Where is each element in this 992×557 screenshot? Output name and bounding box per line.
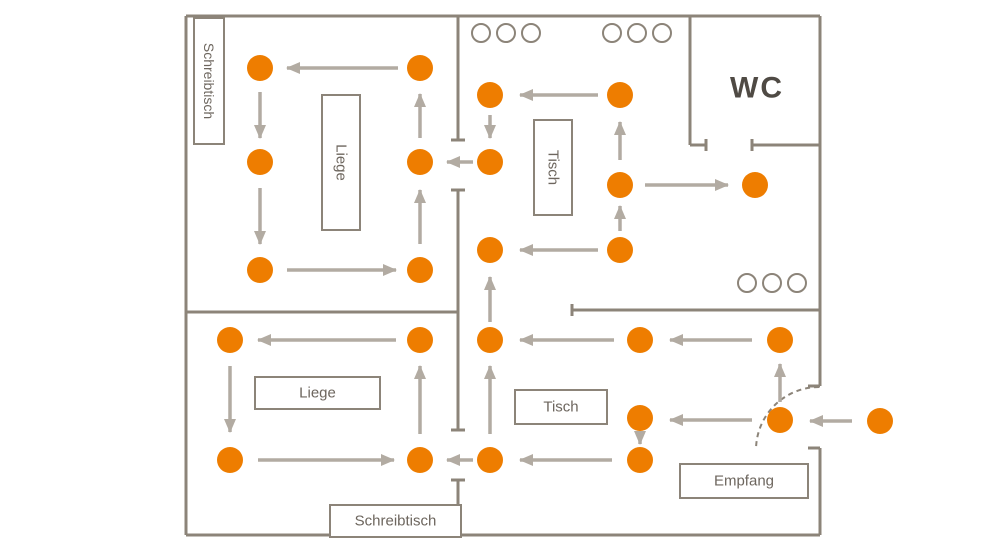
flow-arrows-layer (224, 62, 852, 466)
position-dot (247, 55, 273, 81)
position-dot (407, 257, 433, 283)
furniture-desk-top-left (193, 17, 225, 145)
furniture-label-couch-bottom-left: Liege (299, 385, 336, 402)
furniture-table-bottom-right (514, 389, 608, 425)
chair-circle (737, 273, 757, 293)
furniture-desk-bottom (329, 504, 462, 538)
chair-circle (602, 23, 622, 43)
furniture-label-table-bottom-right: Tisch (543, 399, 578, 416)
furniture-couch-bottom-left (254, 376, 381, 410)
furniture-label-table-top-right: Tisch (545, 150, 562, 185)
position-dot (477, 327, 503, 353)
position-dot (477, 237, 503, 263)
entrance-door-arc (755, 386, 820, 451)
position-dot (407, 149, 433, 175)
position-dot (217, 447, 243, 473)
chair-circle (762, 273, 782, 293)
position-dot (767, 327, 793, 353)
position-dot (407, 447, 433, 473)
position-dot (407, 55, 433, 81)
walls-layer (184, 14, 822, 537)
position-dot (407, 327, 433, 353)
position-dot (742, 172, 768, 198)
position-dot (477, 149, 503, 175)
position-dot (477, 82, 503, 108)
position-dot (607, 172, 633, 198)
position-dot (627, 405, 653, 431)
position-dot (627, 447, 653, 473)
furniture-couch-top-left (321, 94, 361, 231)
position-dots-layer (217, 55, 893, 473)
position-dot (247, 257, 273, 283)
furniture-table-top-right (533, 119, 573, 216)
furniture-reception (679, 463, 809, 499)
position-dot (867, 408, 893, 434)
furniture-label-couch-top-left: Liege (333, 144, 350, 181)
chair-circle (652, 23, 672, 43)
position-dot (627, 327, 653, 353)
chair-circle (787, 273, 807, 293)
position-dot (247, 149, 273, 175)
chair-circles-layer (471, 23, 807, 293)
furniture-label-desk-bottom: Schreibtisch (355, 513, 437, 530)
wc-label: WC (730, 72, 784, 105)
position-dot (607, 82, 633, 108)
position-dot (477, 447, 503, 473)
chair-circle (627, 23, 647, 43)
chair-circle (521, 23, 541, 43)
furniture-label-desk-top-left: Schreibtisch (201, 43, 217, 119)
furniture-label-reception: Empfang (714, 473, 774, 490)
chair-circle (471, 23, 491, 43)
position-dot (607, 237, 633, 263)
chair-circle (496, 23, 516, 43)
position-dot (767, 407, 793, 433)
position-dot (217, 327, 243, 353)
